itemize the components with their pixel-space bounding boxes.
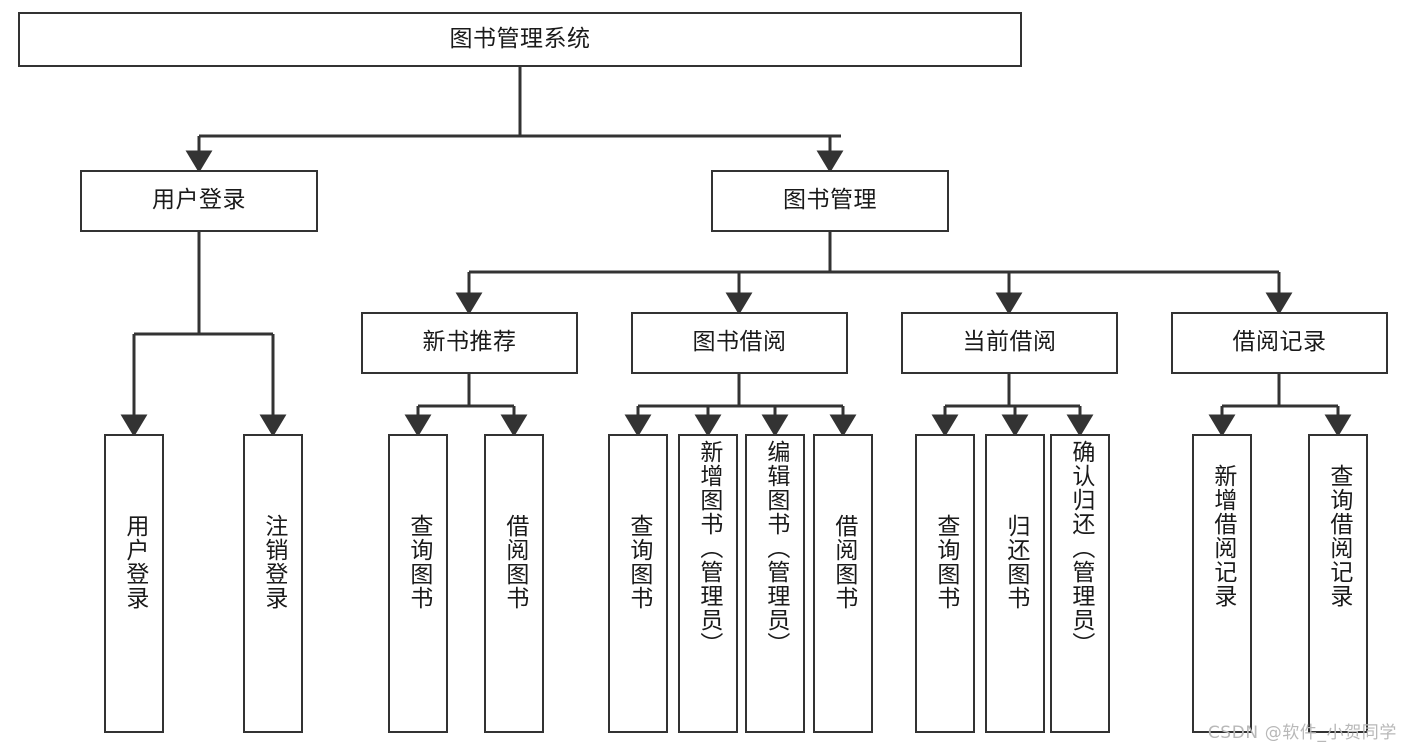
leaf-current-confirm-return-admin[interactable]: 确认归还（管理员） [1050, 434, 1110, 733]
node-label: 图书管理 [783, 187, 877, 214]
node-borrowing-records[interactable]: 借阅记录 [1171, 312, 1388, 374]
leaf-borrow-query-book[interactable]: 查询图书 [608, 434, 668, 733]
csdn-watermark: CSDN @软件_小贺同学 [1207, 723, 1397, 743]
node-label: 借阅图书 [501, 514, 528, 610]
node-label: 图书借阅 [692, 329, 787, 356]
node-label: 查询借阅记录 [1325, 464, 1352, 608]
node-label: 借阅图书 [830, 514, 857, 610]
node-label: 用户登录 [152, 187, 246, 214]
node-label: 确认归还（管理员） [1067, 440, 1094, 656]
node-label: 借阅记录 [1232, 329, 1327, 356]
node-label: 图书管理系统 [449, 25, 591, 52]
node-label: 新增借阅记录 [1209, 464, 1236, 608]
node-label: 查询图书 [405, 514, 432, 610]
node-label: 查询图书 [932, 514, 959, 610]
leaf-borrow-borrow-book[interactable]: 借阅图书 [813, 434, 873, 733]
leaf-user-login-logout[interactable]: 注销登录 [243, 434, 303, 733]
leaf-records-query-record[interactable]: 查询借阅记录 [1308, 434, 1368, 733]
node-label: 归还图书 [1002, 514, 1029, 610]
leaf-records-add-record[interactable]: 新增借阅记录 [1192, 434, 1252, 733]
leaf-current-query-book[interactable]: 查询图书 [915, 434, 975, 733]
node-label: 用户登录 [121, 514, 148, 610]
node-label: 当前借阅 [962, 329, 1057, 356]
leaf-borrow-add-book-admin[interactable]: 新增图书（管理员） [678, 434, 738, 733]
node-label: 编辑图书（管理员） [762, 440, 789, 656]
leaf-borrow-edit-book-admin[interactable]: 编辑图书（管理员） [745, 434, 805, 733]
leaf-new-books-borrow-book[interactable]: 借阅图书 [484, 434, 544, 733]
leaf-new-books-query-book[interactable]: 查询图书 [388, 434, 448, 733]
node-label: 查询图书 [625, 514, 652, 610]
leaf-user-login-login[interactable]: 用户登录 [104, 434, 164, 733]
node-book-management[interactable]: 图书管理 [711, 170, 949, 232]
node-root-book-management-system[interactable]: 图书管理系统 [18, 12, 1022, 67]
node-new-book-recommendation[interactable]: 新书推荐 [361, 312, 578, 374]
node-user-login[interactable]: 用户登录 [80, 170, 318, 232]
node-label: 新增图书（管理员） [695, 440, 722, 656]
node-label: 新书推荐 [422, 329, 517, 356]
leaf-current-return-book[interactable]: 归还图书 [985, 434, 1045, 733]
node-book-borrowing[interactable]: 图书借阅 [631, 312, 848, 374]
node-label: 注销登录 [260, 514, 287, 610]
node-current-borrowing[interactable]: 当前借阅 [901, 312, 1118, 374]
